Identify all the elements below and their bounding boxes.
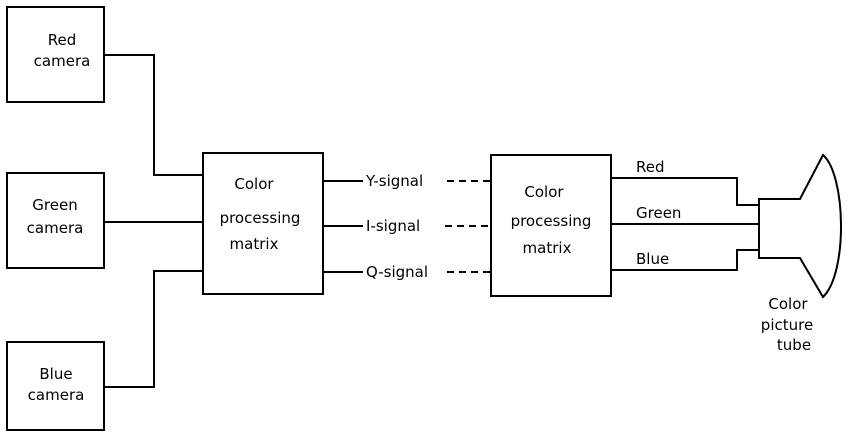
- blue-camera-label-line2: camera: [28, 386, 85, 404]
- left-matrix-label-line2: processing: [220, 209, 301, 227]
- right-matrix-label-line2: processing: [511, 212, 592, 230]
- left-matrix-label-line3: matrix: [230, 235, 279, 253]
- y-signal-label: Y-signal: [365, 172, 423, 190]
- left-matrix-label-line1: Color: [234, 175, 274, 193]
- right-processing-matrix-box: [490, 154, 612, 297]
- green-output-label: Green: [636, 204, 681, 222]
- red-output-label: Red: [636, 158, 665, 176]
- red-camera-box: [6, 6, 105, 103]
- green-camera-box: [6, 172, 105, 269]
- blue-output-wire: [611, 249, 759, 271]
- blue-output-label: Blue: [636, 250, 669, 268]
- blue-camera-box: [6, 341, 105, 431]
- right-matrix-label-line3: matrix: [523, 239, 572, 257]
- red-camera-label-line1: Red: [48, 31, 77, 49]
- left-processing-matrix-box: [202, 152, 324, 295]
- blue-camera-label-line1: Blue: [39, 365, 72, 383]
- q-signal-label: Q-signal: [366, 263, 428, 281]
- right-matrix-label-line1: Color: [524, 183, 564, 201]
- blue-camera-wire: [104, 270, 203, 388]
- green-camera-label-line1: Green: [32, 196, 77, 214]
- picture-tube-shape: [758, 153, 842, 299]
- tube-label-line3: tube: [777, 336, 811, 354]
- red-camera-label-line2: camera: [34, 52, 91, 70]
- tube-label-line1: Color: [768, 295, 808, 313]
- tube-label-line2: picture: [761, 316, 813, 334]
- red-output-wire: [611, 177, 759, 206]
- i-signal-label: I-signal: [366, 217, 420, 235]
- red-camera-wire: [104, 54, 203, 176]
- green-camera-label-line2: camera: [27, 219, 84, 237]
